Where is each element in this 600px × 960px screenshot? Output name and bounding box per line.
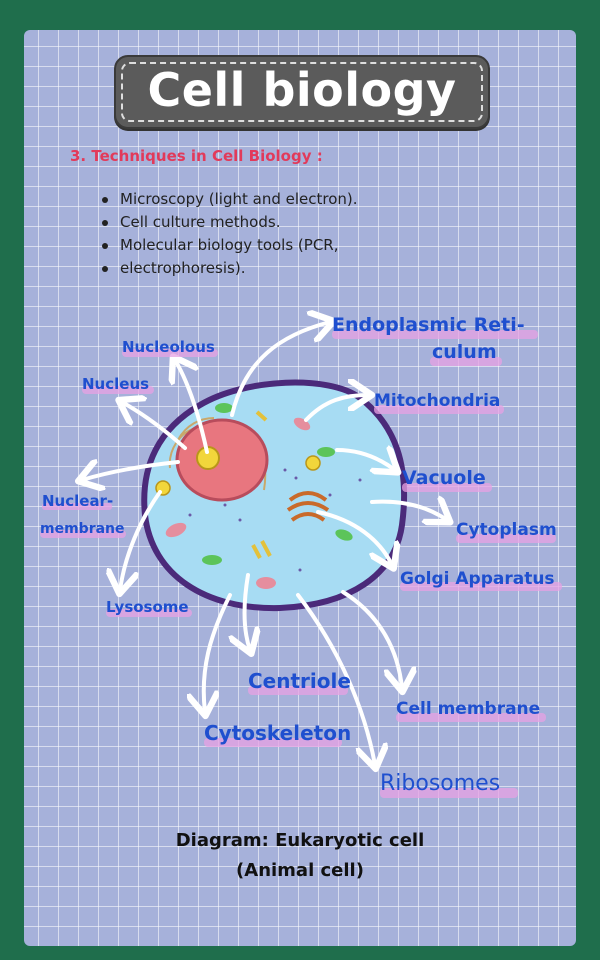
animal-cell (141, 379, 408, 612)
nucleus-shape (175, 418, 269, 502)
cell-membrane-shape (141, 379, 408, 612)
list-item: Microscopy (light and electron). (98, 188, 418, 211)
caption-line1: Diagram: Eukaryotic cell (175, 830, 425, 851)
arrow-cell-membrane (341, 590, 402, 688)
arrow-nuclear-membrane (82, 462, 180, 480)
arrow-vacuole (335, 450, 395, 470)
label-nuclear-membrane-line1: Nuclear- (42, 492, 113, 510)
label-er-line1: Endoplasmic Reti- (332, 314, 525, 336)
centriole-shape (251, 410, 272, 559)
ribosome-dots (188, 468, 362, 572)
chloro-like-organelle (202, 555, 222, 565)
labels: Nucleolous Nucleus Nuclear- membrane Lys… (40, 314, 557, 796)
arrows (82, 322, 447, 765)
arrow-golgi (316, 510, 392, 565)
arrow-mitochondria (304, 395, 368, 422)
label-highlights (40, 330, 562, 798)
mitochondrion-shape (256, 577, 276, 589)
arrow-nucleus (122, 402, 187, 450)
title-banner (114, 55, 490, 129)
list-item-continuation: electrophoresis). (98, 257, 418, 280)
chloro-like-organelle (215, 403, 233, 413)
list-item: Cell culture methods. (98, 211, 418, 234)
arrow-lysosome (120, 490, 162, 590)
golgi-shape (286, 491, 330, 522)
label-er-line2: culum (432, 341, 497, 363)
nucleolus-shape (196, 446, 220, 470)
list-item: Molecular biology tools (PCR, (98, 234, 418, 257)
label-cytoskeleton: Cytoskeleton (204, 721, 351, 745)
label-ribosomes: Ribosomes (380, 771, 500, 796)
page-title: Cell biology (147, 63, 457, 117)
label-golgi: Golgi Apparatus (400, 569, 555, 589)
label-vacuole: Vacuole (402, 467, 486, 489)
chloro-like-organelle (335, 529, 353, 541)
label-nucleus: Nucleus (82, 375, 149, 393)
label-centriole: Centriole (248, 669, 351, 693)
arrow-nucleolous (175, 360, 209, 454)
label-mitochondria: Mitochondria (374, 391, 500, 411)
chloro-like-organelle (317, 447, 335, 457)
label-cytoplasm: Cytoplasm (456, 520, 557, 540)
arrow-centriole (244, 573, 250, 650)
arrow-er (230, 322, 330, 417)
arrow-ribosomes (296, 593, 375, 765)
section-heading: 3. Techniques in Cell Biology : (70, 147, 323, 165)
label-lysosome: Lysosome (106, 598, 189, 616)
vacuole-shape (305, 455, 321, 471)
arrow-cytoplasm (370, 502, 447, 520)
label-nucleolous: Nucleolous (122, 338, 215, 356)
mitochondrion-shape (165, 522, 187, 538)
caption-line2: (Animal cell) (236, 860, 364, 881)
label-cell-membrane: Cell membrane (396, 699, 540, 719)
label-nuclear-membrane-line2: membrane (40, 521, 125, 537)
technique-list: Microscopy (light and electron). Cell cu… (98, 188, 418, 280)
arrow-cytoskeleton (204, 593, 232, 712)
